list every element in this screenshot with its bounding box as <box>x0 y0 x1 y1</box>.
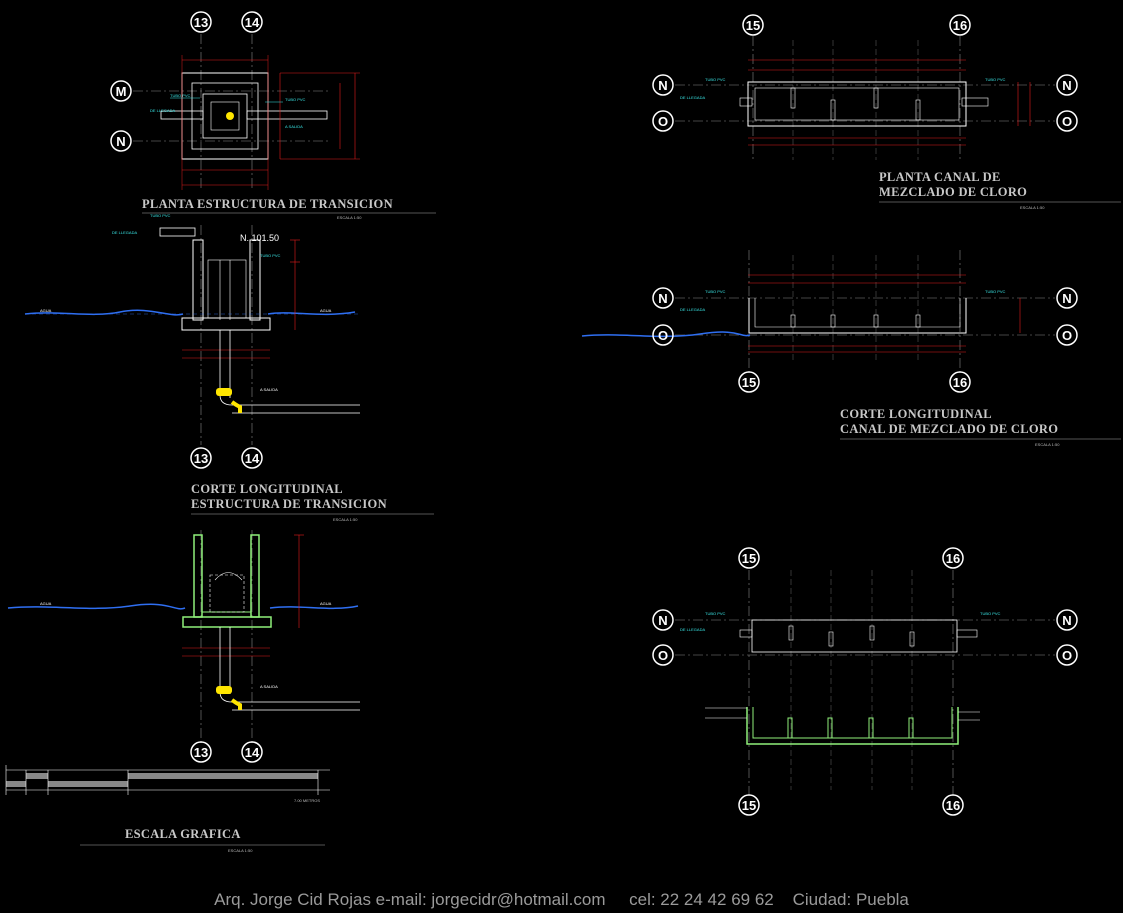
bubble-N-pc-right: N <box>1062 78 1071 93</box>
title-section-transition-2: ESTRUCTURA DE TRANSICION <box>191 497 387 511</box>
label-tubo-pc-2: TUBO PVC <box>985 77 1006 82</box>
label-tubo-sec: TUBO PVC <box>150 213 171 218</box>
plan-transition: TUBO PVC DE LLEGADA TUBO PVC A SALIDA <box>133 34 360 190</box>
grid-bubbles-lower-right: 15 16 N O N O 15 16 <box>652 547 1078 816</box>
scale-section-channel: ESCALA 1:50 <box>1035 442 1060 447</box>
scale-section-transition: ESCALA 1:50 <box>333 517 358 522</box>
author-footer: Arq. Jorge Cid Rojas e-mail: jorgecidr@h… <box>214 890 909 909</box>
scale-plan-channel: ESCALA 1:50 <box>1020 205 1045 210</box>
plan-channel: TUBO PVC DE LLEGADA TUBO PVC <box>675 36 1055 160</box>
bubble-16: 16 <box>953 18 967 33</box>
bubble-15-lr-top: 15 <box>742 551 756 566</box>
title-section-channel-2: CANAL DE MEZCLADO DE CLORO <box>840 422 1058 436</box>
bubble-13: 13 <box>194 15 208 30</box>
bubble-N-sc-right: N <box>1062 291 1071 306</box>
label-llegada: DE LLEGADA <box>150 108 175 113</box>
grid-bubbles-section-transition: 13 14 <box>190 447 263 469</box>
bubble-N-lr-left: N <box>658 613 667 628</box>
grid-bubbles-plan-transition: 13 14 M N <box>110 11 263 152</box>
label-tubo-lower-2: TUBO PVC <box>980 611 1001 616</box>
label-llegada-lower: DE LLEGADA <box>680 627 705 632</box>
section-transition-upper: N. 101.50 DE LLEGADA TUBO PVC TUBO PVC A… <box>24 213 360 445</box>
label-tubo-pc: TUBO PVC <box>705 77 726 82</box>
bubble-O-lr-right: O <box>1062 648 1072 663</box>
label-agua-left-2: AGUA <box>40 601 52 606</box>
label-salida: A SALIDA <box>285 124 303 129</box>
bubble-13-sec: 13 <box>194 451 208 466</box>
bubble-O-pc-left: O <box>658 114 668 129</box>
label-tubo-right: TUBO PVC <box>285 97 306 102</box>
bubble-16-lr-bottom: 16 <box>946 798 960 813</box>
bubble-14: 14 <box>245 15 260 30</box>
title-scale-bar: ESCALA GRAFICA <box>125 827 241 841</box>
bubble-16-sc: 16 <box>953 375 967 390</box>
title-plan-channel-1: PLANTA CANAL DE <box>879 170 1001 184</box>
level-label: N. 101.50 <box>240 233 279 243</box>
title-section-transition-1: CORTE LONGITUDINAL <box>191 482 343 496</box>
bubble-16-lr-top: 16 <box>946 551 960 566</box>
bubble-M: M <box>116 84 127 99</box>
bubble-15-sc: 15 <box>742 375 756 390</box>
grid-bubbles-section-channel: N O N O 15 16 <box>652 287 1078 393</box>
bubble-O-sc-right: O <box>1062 328 1072 343</box>
label-tubo-left: TUBO PVC <box>170 93 191 98</box>
label-tubo-sc-2: TUBO PVC <box>985 289 1006 294</box>
bubble-15-lr-bottom: 15 <box>742 798 756 813</box>
label-agua-right: AGUA <box>320 308 332 313</box>
bubble-N-lr-right: N <box>1062 613 1071 628</box>
label-tubo-sec-2: TUBO PVC <box>260 253 281 258</box>
graphic-scale-bar: 7.00 METROS <box>5 765 330 803</box>
bubble-15: 15 <box>746 18 760 33</box>
label-agua-left: AGUA <box>40 308 52 313</box>
scale-plan-transition: ESCALA 1:50 <box>337 215 362 220</box>
bubble-14-sec: 14 <box>245 451 260 466</box>
title-plan-channel-2: MEZCLADO DE CLORO <box>879 185 1027 199</box>
label-llegada-pc: DE LLEGADA <box>680 95 705 100</box>
bubble-O-pc-right: O <box>1062 114 1072 129</box>
label-tubo-sc: TUBO PVC <box>705 289 726 294</box>
bubble-14-sec2: 14 <box>245 745 260 760</box>
scale-bar-end: 7.00 METROS <box>294 798 320 803</box>
title-section-channel-1: CORTE LONGITUDINAL <box>840 407 992 421</box>
section-channel: TUBO PVC DE LLEGADA TUBO PVC <box>581 250 1055 372</box>
label-tubo-lower: TUBO PVC <box>705 611 726 616</box>
bubble-O-sc-left: O <box>658 328 668 343</box>
title-plan-transition: PLANTA ESTRUCTURA DE TRANSICION <box>142 197 393 211</box>
label-llegada-sec: DE LLEGADA <box>112 230 137 235</box>
grid-bubbles-plan-channel: 15 16 N O N O <box>652 14 1078 132</box>
grid-bubbles-section-transition-2: 13 14 <box>190 741 263 763</box>
label-llegada-sc: DE LLEGADA <box>680 307 705 312</box>
bubble-N-sc-left: N <box>658 291 667 306</box>
section-transition-lower: AGUA AGUA A SALIDA <box>7 530 360 745</box>
label-salida-sec: A SALIDA <box>260 387 278 392</box>
bubble-O-lr-left: O <box>658 648 668 663</box>
label-salida-sec-2: A SALIDA <box>260 684 278 689</box>
scale-scale-bar: ESCALA 1:50 <box>228 848 253 853</box>
bubble-13-sec2: 13 <box>194 745 208 760</box>
bubble-N: N <box>116 134 125 149</box>
plan-channel-lower: TUBO PVC DE LLEGADA TUBO PVC <box>675 570 1055 795</box>
bubble-N-pc-left: N <box>658 78 667 93</box>
label-agua-right-2: AGUA <box>320 601 332 606</box>
